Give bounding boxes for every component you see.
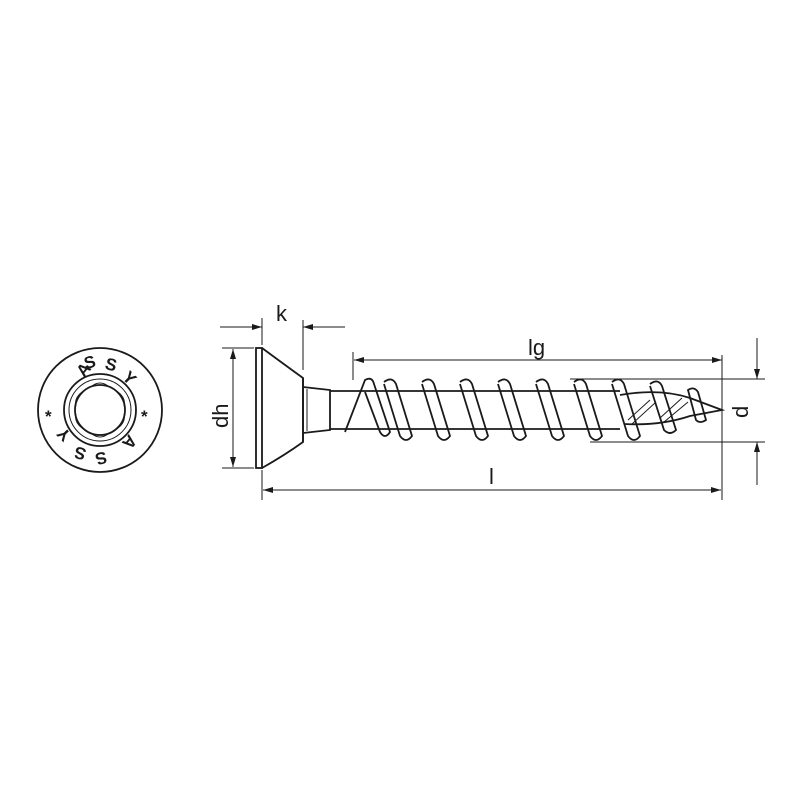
head-letter: * xyxy=(141,407,148,426)
head-letter: S xyxy=(72,442,88,463)
head-top-view: A S S Y * A S S Y * xyxy=(37,347,163,473)
head-letter: S xyxy=(93,447,109,468)
dimension-label-l: l xyxy=(489,464,494,489)
dimension-label-d: d xyxy=(728,406,753,418)
head-letter: A xyxy=(118,431,140,453)
drive-recess-lobes-icon xyxy=(75,382,125,438)
head-letter: S xyxy=(103,354,119,375)
dimension-lines xyxy=(220,318,765,500)
head-letter: S xyxy=(82,352,98,373)
head-letter: * xyxy=(45,407,52,426)
dimension-label-dh: dh xyxy=(208,404,233,428)
thread xyxy=(344,377,726,441)
head-letter: Y xyxy=(53,423,75,445)
screw-side-view xyxy=(255,347,726,469)
head-letter: Y xyxy=(119,367,141,389)
dimension-label-lg: lg xyxy=(528,335,545,360)
dimension-label-k: k xyxy=(276,301,288,326)
